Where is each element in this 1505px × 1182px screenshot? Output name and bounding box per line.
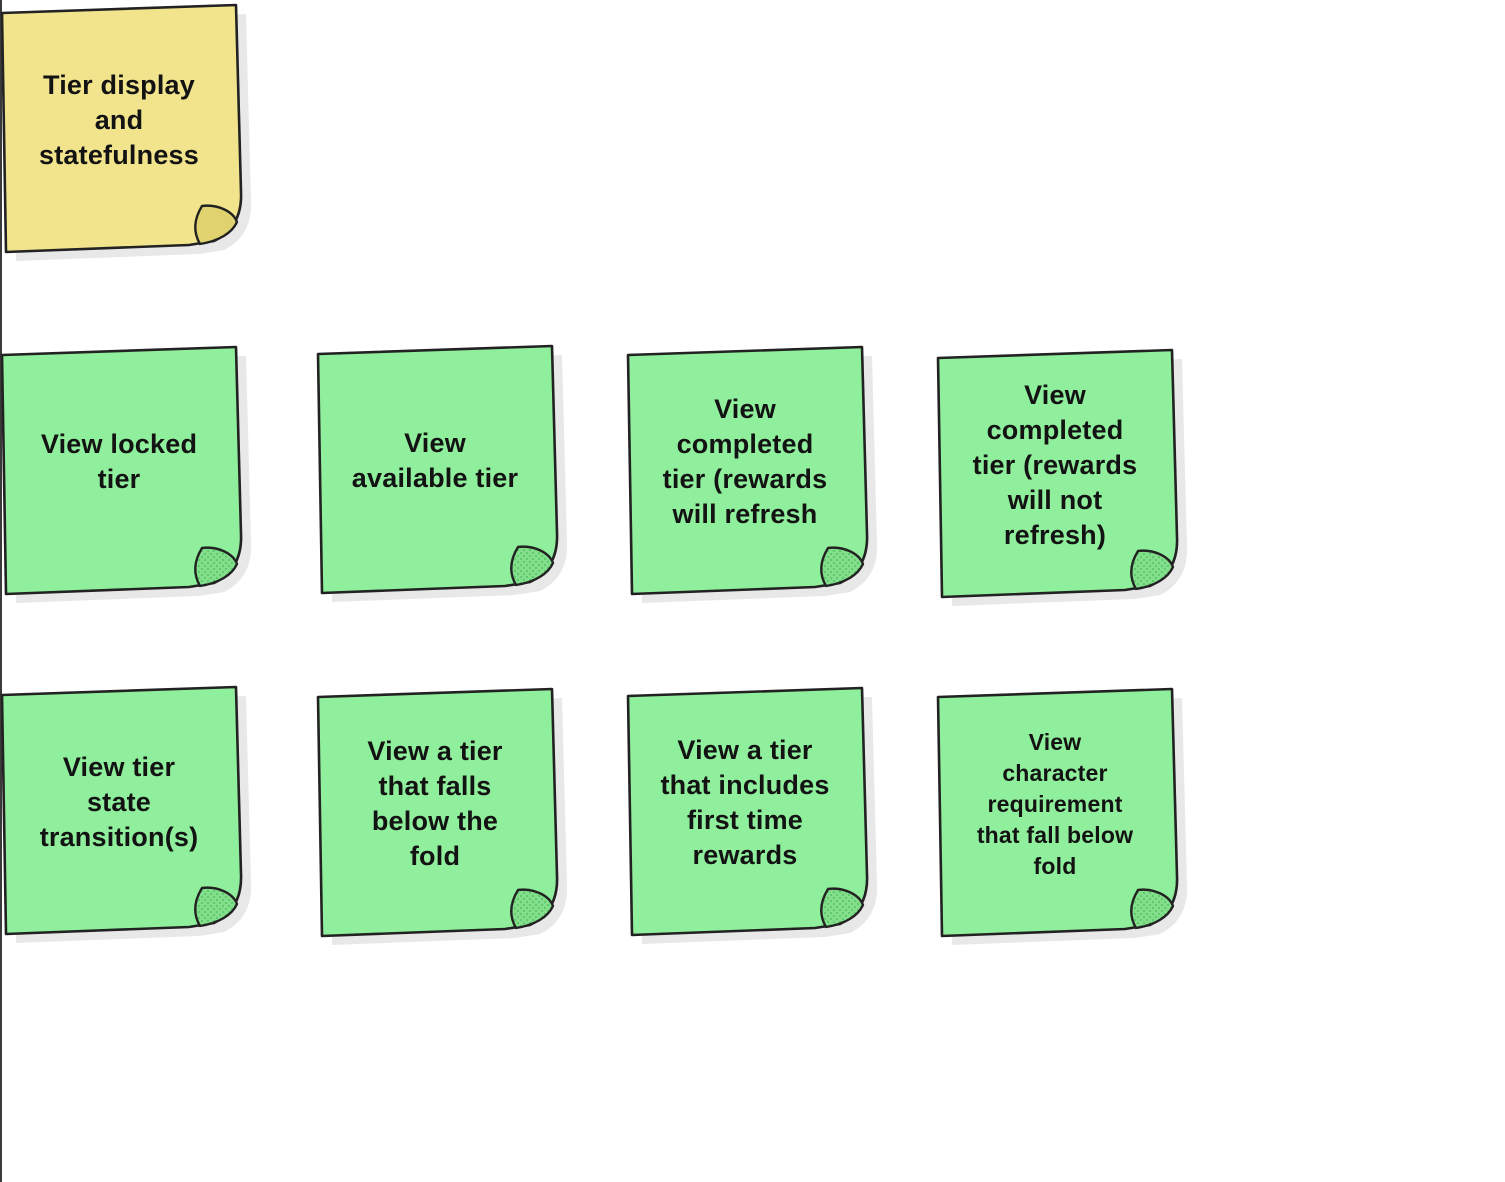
sticky-note-shape bbox=[626, 345, 878, 603]
page-curl-fold bbox=[194, 546, 239, 588]
page-curl-fold bbox=[820, 546, 865, 588]
sticky-note-text: View completed tier (rewards will refres… bbox=[662, 394, 828, 529]
sticky-note-text: View locked tier bbox=[40, 429, 198, 494]
sticky-note-view-locked-tier[interactable]: View locked tier bbox=[0, 342, 255, 608]
sticky-note-text: View a tier that falls below the fold bbox=[367, 736, 503, 871]
page-curl-fold bbox=[1130, 888, 1175, 930]
page-curl-fold bbox=[510, 888, 555, 930]
sticky-note-tier-display-statefulness[interactable]: Tier display and statefulness bbox=[0, 0, 255, 266]
sticky-note-shape bbox=[316, 687, 568, 945]
sticky-note-view-tier-falls-below-fold[interactable]: View a tier that falls below the fold bbox=[309, 684, 571, 950]
sticky-note-text: View available tier bbox=[351, 428, 519, 493]
sticky-note-text: View completed tier (rewards will not re… bbox=[972, 379, 1138, 550]
sticky-note-text: View character requirement that fall bel… bbox=[976, 728, 1134, 879]
sticky-note-shape bbox=[0, 3, 252, 261]
page-curl-fold bbox=[194, 204, 239, 246]
sticky-note-shape bbox=[0, 345, 252, 603]
sticky-note-text: Tier display and statefulness bbox=[39, 69, 199, 170]
sticky-note-view-completed-tier-rewards-will-refresh[interactable]: View completed tier (rewards will refres… bbox=[619, 342, 881, 608]
sticky-note-shape bbox=[936, 687, 1188, 945]
page-curl-fold bbox=[194, 886, 239, 928]
sticky-note-shape bbox=[316, 344, 568, 602]
sticky-note-view-tier-state-transitions[interactable]: View tier state transition(s) bbox=[0, 682, 255, 948]
sticky-note-text: View a tier that includes first time rew… bbox=[660, 735, 830, 870]
sticky-note-view-completed-tier-rewards-will-not-refresh[interactable]: View completed tier (rewards will not re… bbox=[929, 345, 1191, 611]
sticky-note-view-available-tier[interactable]: View available tier bbox=[309, 341, 571, 607]
sticky-note-shape bbox=[626, 686, 878, 944]
sticky-note-shape bbox=[0, 685, 252, 943]
page-curl-fold bbox=[820, 887, 865, 929]
page-curl-fold bbox=[510, 545, 555, 587]
page-curl-fold bbox=[1130, 549, 1175, 591]
sticky-note-view-character-requirement-below-fold[interactable]: View character requirement that fall bel… bbox=[929, 684, 1191, 950]
sticky-note-text: View tier state transition(s) bbox=[39, 751, 199, 852]
sticky-note-view-tier-first-time-rewards[interactable]: View a tier that includes first time rew… bbox=[619, 683, 881, 949]
sticky-note-shape bbox=[936, 348, 1188, 606]
canvas-edge-line bbox=[0, 0, 2, 1182]
